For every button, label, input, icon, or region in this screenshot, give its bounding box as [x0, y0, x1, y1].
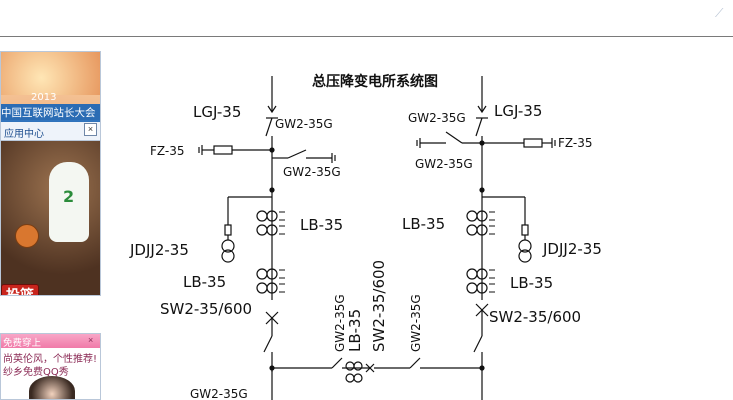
tie-ct-label: LB-35: [346, 309, 364, 352]
left-breaker-label: SW2-35/600: [160, 300, 252, 318]
ad-year: 2013: [31, 92, 57, 103]
tie-left-switch-label: GW2-35G: [333, 294, 347, 352]
left-ct2-label: LB-35: [183, 273, 226, 291]
basketball-icon: [15, 224, 39, 248]
qq-ad-header: 免费穿上: [1, 334, 100, 349]
ad-title-strip: 中国互联网站长大会: [1, 104, 100, 120]
ct-markers: [279, 211, 495, 293]
right-ct2-label: LB-35: [510, 274, 553, 292]
left-bypass-label: GW2-35G: [283, 165, 341, 179]
left-switch-label: GW2-35G: [275, 117, 333, 131]
jersey-number: 2: [63, 187, 75, 206]
right-bypass-label: GW2-35G: [415, 157, 473, 171]
page-header-bar: ⟋: [0, 0, 733, 37]
resize-icon[interactable]: ⟋: [715, 6, 724, 20]
left-bottom-switch-label: GW2-35G: [190, 387, 248, 400]
left-feeder: [198, 76, 336, 400]
left-arrester-label: FZ-35: [150, 144, 185, 158]
right-switch-label: GW2-35G: [408, 111, 466, 125]
tie-breaker-label: SW2-35/600: [370, 260, 388, 352]
qq-ad-line-2: 纱乡免费QQ秀: [3, 367, 69, 378]
qq-ad-header-label: 免费穿上: [3, 338, 42, 349]
right-breaker-label: SW2-35/600: [489, 308, 581, 326]
avatar: [29, 376, 75, 399]
player-figure: [49, 162, 89, 242]
ad-banner-art: [1, 52, 100, 95]
qq-ad-close-icon[interactable]: ×: [88, 335, 94, 345]
ad-title: 中国互联网站长大会: [1, 107, 96, 119]
qq-show-ad-panel[interactable]: 免费穿上 × 尚英伦风，个性推荐! 纱乡免费QQ秀: [0, 333, 101, 400]
right-arrester-label: FZ-35: [558, 136, 593, 150]
right-pt-label: JDJJ2-35: [542, 240, 602, 258]
right-line-label: LGJ-35: [494, 102, 542, 120]
left-line-label: LGJ-35: [193, 103, 241, 121]
ad-close-icon[interactable]: ×: [84, 123, 97, 136]
bus-tie: [272, 357, 482, 383]
qq-ad-line-1: 尚英伦风，个性推荐!: [3, 354, 98, 365]
app-center-label: 应用中心: [4, 129, 44, 140]
shoot-button[interactable]: 投篮: [1, 284, 39, 295]
right-feeder: [416, 76, 556, 400]
tie-right-switch-label: GW2-35G: [409, 294, 423, 352]
left-pt-label: JDJJ2-35: [129, 241, 189, 259]
basketball-ad-panel[interactable]: 2013 中国互联网站长大会 应用中心 × 2 投篮 传球: [0, 51, 101, 296]
diagram-title: 总压降变电所系统图: [312, 73, 438, 90]
app-center-strip[interactable]: 应用中心: [1, 122, 100, 141]
right-ct-label: LB-35: [402, 215, 445, 233]
left-ct-label: LB-35: [300, 216, 343, 234]
